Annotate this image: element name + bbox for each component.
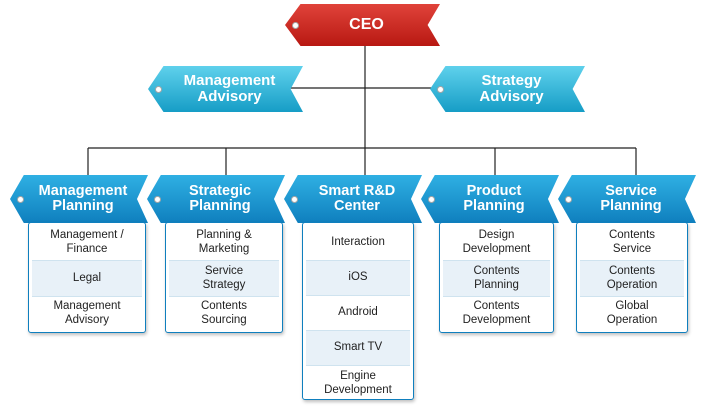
tag-hole-icon — [154, 195, 161, 203]
ceo-label: CEO — [349, 15, 384, 33]
list-item: Legal — [32, 260, 142, 296]
advisory-node-strategy[interactable]: Strategy Advisory — [430, 66, 585, 112]
tag-hole-icon — [437, 85, 444, 93]
department-node-smart-rd-center[interactable]: Smart R&D Center — [284, 175, 422, 223]
department-items-panel: Planning & Marketing Service Strategy Co… — [165, 222, 283, 333]
department-label: Product Planning — [463, 182, 525, 214]
department-label: Management Planning — [38, 182, 128, 214]
department-items-panel: Contents Service Contents Operation Glob… — [576, 222, 688, 333]
list-item: Contents Sourcing — [169, 296, 279, 331]
tag-hole-icon — [428, 195, 435, 203]
tag-hole-icon — [292, 21, 299, 29]
list-item: Planning & Marketing — [196, 229, 252, 255]
department-node-management-planning[interactable]: Management Planning — [10, 175, 148, 223]
department-items-panel: Management / Finance Legal Management Ad… — [28, 222, 146, 333]
list-item: Management Advisory — [32, 296, 142, 331]
tag-hole-icon — [291, 195, 298, 203]
department-label: Strategic Planning — [188, 182, 252, 214]
tag-hole-icon — [17, 195, 24, 203]
list-item: Contents Service — [608, 229, 656, 255]
list-item: Global Operation — [580, 296, 684, 331]
list-item: Interaction — [331, 236, 385, 249]
advisory-label: Management Advisory — [183, 72, 276, 105]
list-item: Contents Operation — [580, 260, 684, 296]
ceo-node[interactable]: CEO — [285, 4, 440, 46]
department-label: Service Planning — [600, 182, 662, 214]
tag-hole-icon — [565, 195, 572, 203]
department-items-panel: Interaction iOS Android Smart TV Engine … — [302, 222, 414, 400]
advisory-label: Strategy Advisory — [479, 72, 544, 105]
list-item: Management / Finance — [50, 229, 124, 255]
department-items-panel: Design Development Contents Planning Con… — [439, 222, 554, 333]
list-item: Smart TV — [306, 330, 410, 365]
list-item: Service Strategy — [169, 260, 279, 296]
tag-hole-icon — [155, 85, 162, 93]
list-item: Engine Development — [306, 365, 410, 401]
advisory-node-management[interactable]: Management Advisory — [148, 66, 303, 112]
department-label: Smart R&D Center — [318, 182, 396, 214]
department-node-strategic-planning[interactable]: Strategic Planning — [147, 175, 285, 223]
list-item: Design Development — [462, 229, 531, 255]
list-item: Contents Development — [443, 296, 550, 331]
department-node-product-planning[interactable]: Product Planning — [421, 175, 559, 223]
list-item: Android — [306, 295, 410, 330]
department-node-service-planning[interactable]: Service Planning — [558, 175, 696, 223]
list-item: Contents Planning — [443, 260, 550, 296]
list-item: iOS — [306, 260, 410, 295]
